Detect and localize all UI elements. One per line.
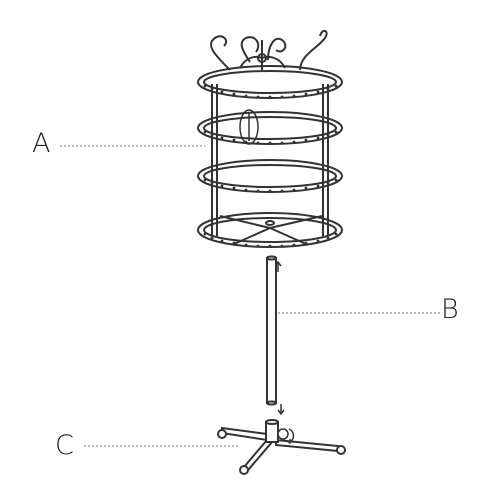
callout-label-c: C bbox=[55, 430, 74, 461]
hanging-tag bbox=[239, 109, 259, 145]
bottom-tier-spokes bbox=[219, 215, 323, 245]
support-pole bbox=[266, 255, 277, 406]
tier-posts bbox=[211, 84, 329, 236]
tier-rings bbox=[197, 65, 343, 248]
locking-knob-icon bbox=[277, 428, 295, 445]
callout-label-a: A bbox=[32, 128, 51, 159]
assembly-arrow-bottom bbox=[277, 404, 285, 416]
tripod-base bbox=[217, 419, 346, 475]
callout-label-b: B bbox=[441, 294, 459, 325]
crown-scrolls bbox=[210, 30, 328, 71]
